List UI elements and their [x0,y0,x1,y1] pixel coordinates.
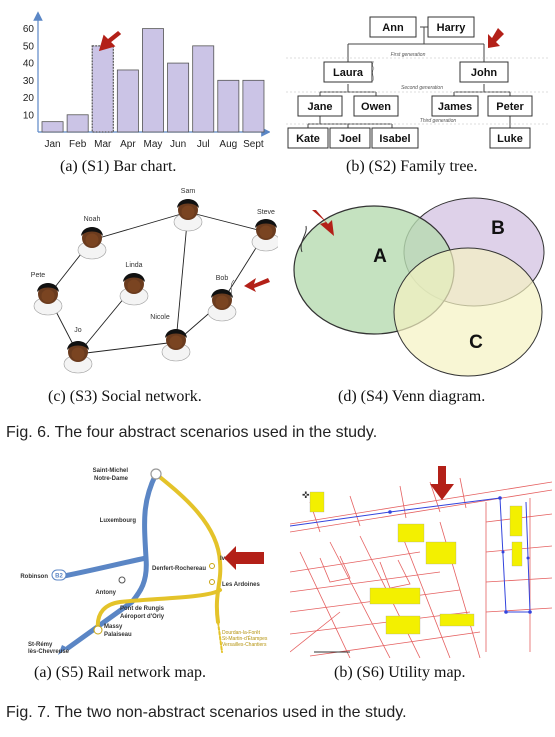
tree-node-laura: Laura [333,67,364,79]
x-tick-aug: Aug [219,139,237,150]
x-tick-jul: Jul [197,139,210,150]
station-chevreuse: lès-Chevreuse [28,649,70,655]
person-nicole: Nicole [150,314,170,321]
tree-node-james: James [438,101,472,113]
tree-node-peter: Peter [496,101,524,113]
s6-caption: (b) (S6) Utility map. [334,664,466,681]
person-pete: Pete [31,272,46,279]
highlight-arrow [312,210,334,236]
x-tick-jan: Jan [44,139,60,150]
tree-node-harry: Harry [437,22,467,34]
gen-label-1: First generation [391,52,426,58]
tree-node-luke: Luke [497,133,523,145]
bar-jan [41,121,64,133]
venn-panel: A B C [290,182,552,382]
highlight-arrow [98,30,122,52]
set-label-c: C [469,332,483,353]
rail-map-panel: B2 Saint-Michel Notre-Dame Luxembourg Iv… [8,462,280,658]
tree-node-jane: Jane [307,101,332,113]
x-tick-apr: Apr [120,139,136,150]
social-network-panel: Sam Noah Steve Linda Pete Bob Nicole Jo [8,182,281,382]
s1-caption: (a) (S1) Bar chart. [60,158,177,175]
person-steve: Steve [257,209,275,216]
y-tick-50: 50 [23,41,35,52]
bar-chart: 10 20 30 40 50 60 Jan Feb Mar Apr May Jun Jul Aug Sep… [23,11,271,150]
station-massy: Massy [104,624,123,630]
highlight-arrow [224,546,264,570]
station-saint-michel: Saint-Michel [93,468,129,474]
person-linda: Linda [125,262,142,269]
tree-node-kate: Kate [296,133,320,145]
rail-map: B2 Saint-Michel Notre-Dame Luxembourg Iv… [20,468,268,655]
station-les-ardoines: Les Ardoines [222,582,260,588]
set-label-b: B [491,218,505,239]
yellow-note-3: Versailles-Chantiers [222,642,267,648]
bar-chart-panel: 10 20 30 40 50 60 Jan Feb Mar Apr May Jun Jul Aug Sep… [8,8,271,154]
y-tick-10: 10 [23,110,35,121]
x-tick-mar: Mar [94,139,112,150]
bar-jul [192,45,215,133]
family-tree: First generation Second generation Third… [286,16,548,149]
bar-mar [91,45,114,133]
social-network: Sam Noah Steve Linda Pete Bob Nicole Jo [31,188,281,374]
station-robinson: Robinson [20,574,48,580]
person-sam: Sam [181,188,196,195]
x-tick-jun: Jun [170,139,186,150]
station-denfert: Denfert-Rochereau [152,566,206,572]
s3-caption: (c) (S3) Social network. [48,388,202,405]
tree-node-joel: Joel [339,133,361,145]
s2-caption: (b) (S2) Family tree. [346,158,478,175]
tree-node-isabel: Isabel [379,133,410,145]
x-tick-may: May [144,139,163,150]
bar-sept [242,79,265,133]
utility-map: ✜ [289,462,553,659]
station-st-remy: St-Rémy [28,642,53,648]
venn-diagram: A B C [293,197,545,377]
y-tick-30: 30 [23,76,35,87]
x-tick-sept: Sept [243,139,264,150]
yellow-line [154,472,223,624]
tree-node-ann: Ann [382,22,404,34]
fig6-caption: Fig. 6. The four abstract scenarios used… [6,424,378,441]
tree-node-john: John [471,67,498,79]
highlight-arrow [488,28,504,48]
bar-apr [116,69,139,133]
fig7-caption: Fig. 7. The two non-abstract scenarios u… [6,704,407,721]
tree-node-owen: Owen [361,101,391,113]
y-tick-20: 20 [23,93,35,104]
highlight-arrow [430,466,454,500]
person-jo: Jo [74,327,82,334]
y-tick-60: 60 [23,24,35,35]
yellow-note-2: St-Martin-d'Étampes [222,635,268,642]
svg-text:✜: ✜ [302,490,310,500]
line-badge: B2 [55,574,63,580]
set-c [393,247,543,377]
station-pont-de-rungis: Pont de Rungis [120,606,165,612]
station-notre-dame: Notre-Dame [94,476,129,482]
station-aeroport-orly: Aéroport d'Orly [120,614,165,620]
bar-may [142,28,164,133]
bar-jun [167,62,190,133]
station-antony: Antony [95,590,116,596]
s4-caption: (d) (S4) Venn diagram. [338,388,486,405]
family-tree-panel: First generation Second generation Third… [284,8,550,154]
s5-caption: (a) (S5) Rail network map. [34,664,206,681]
gen-label-3: Third generation [420,118,457,124]
person-noah: Noah [84,216,101,223]
station-palaiseau: Palaiseau [104,632,132,638]
person-bob: Bob [216,275,229,282]
utility-map-panel: ✜ [289,462,553,659]
x-tick-feb: Feb [69,139,87,150]
station-luxembourg: Luxembourg [100,518,137,524]
y-tick-40: 40 [23,59,35,70]
yellow-note-1: Dourdan-la-Forêt [222,630,261,636]
set-label-a: A [373,246,387,267]
gen-label-2: Second generation [401,85,443,91]
highlight-arrow [244,278,270,292]
bar-aug [217,79,240,133]
bar-feb [66,114,89,133]
